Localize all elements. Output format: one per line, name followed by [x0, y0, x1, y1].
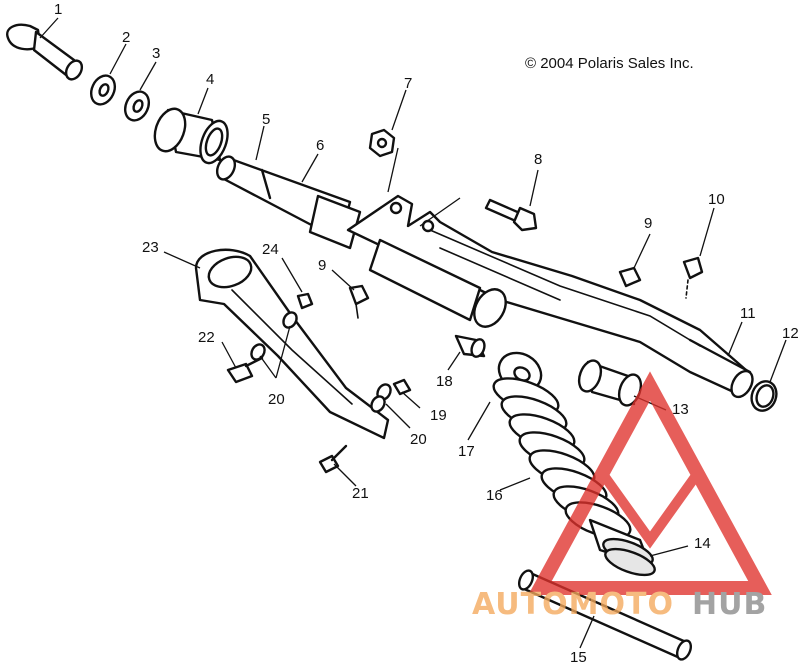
callout-2: 2: [122, 29, 130, 46]
callout-13: 13: [672, 401, 689, 418]
watermark-brand-a: AUTOMOTO: [472, 587, 674, 622]
watermark: AUTOMOTO HUB: [472, 371, 772, 622]
callout-1: 1: [54, 1, 62, 18]
callout-3: 3: [152, 45, 160, 62]
callout-23: 23: [142, 239, 159, 256]
callout-17: 17: [458, 443, 475, 460]
swing-arm-main: [346, 194, 754, 399]
callout-5: 5: [262, 111, 270, 128]
callout-18: 18: [436, 373, 453, 390]
callout-19: 19: [430, 407, 447, 424]
watermark-logo-triangle: [528, 371, 772, 595]
leader-lines: [39, 17, 787, 649]
part-9-fitting-right: [618, 266, 642, 288]
callout-11: 11: [740, 305, 756, 322]
part-23-bracket: [194, 248, 390, 440]
callout-9-right: 9: [644, 215, 652, 232]
part-20-washers-mid: [370, 383, 392, 413]
callout-24: 24: [262, 241, 279, 258]
callout-9-left: 9: [318, 257, 326, 274]
callout-14: 14: [694, 535, 711, 552]
part-18-bushing: [454, 334, 486, 358]
callout-7: 7: [404, 75, 412, 92]
callout-8: 8: [534, 151, 542, 168]
part-1-bolt: [6, 23, 84, 81]
callout-15: 15: [570, 649, 587, 665]
part-3-washer: [123, 90, 151, 122]
watermark-brand-b: HUB: [692, 587, 767, 622]
callout-4: 4: [206, 71, 214, 88]
part-9-fitting-left: [348, 284, 370, 319]
callout-20-left: 20: [268, 391, 285, 408]
part-2-washer: [89, 74, 117, 106]
part-4-sleeve: [153, 107, 229, 165]
callout-21: 21: [352, 485, 369, 502]
part-20-washers-left: [250, 311, 298, 361]
part-21-bolt: [318, 444, 348, 474]
part-5-6-tube: [215, 155, 362, 250]
copyright-text: © 2004 Polaris Sales Inc.: [525, 55, 694, 72]
callout-20-mid: 20: [410, 431, 427, 448]
callout-6: 6: [316, 137, 324, 154]
callout-labels: 1 2 3 4 5 6 7 8 9 9 10 11 12 13 14 15 16…: [54, 1, 799, 665]
part-19-nut: [392, 378, 412, 396]
callout-22: 22: [198, 329, 215, 346]
part-8-bolt: [484, 198, 538, 232]
callout-16: 16: [486, 487, 503, 504]
part-13-sleeve: [577, 359, 643, 407]
callout-10: 10: [708, 191, 725, 208]
callout-12: 12: [782, 325, 799, 342]
part-7-nut: [368, 128, 396, 158]
part-10-clip: [682, 256, 704, 299]
part-24-nut: [296, 292, 314, 310]
part-22-bolt: [226, 356, 264, 384]
part-12-ring: [750, 380, 778, 412]
